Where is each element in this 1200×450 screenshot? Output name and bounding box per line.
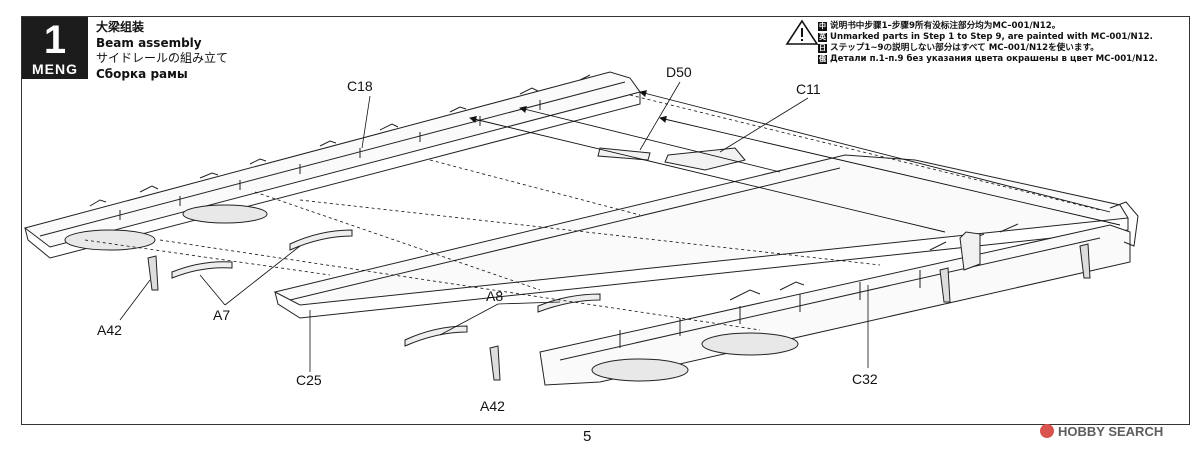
watermark-logo-icon (1040, 424, 1054, 438)
title-zh: 大梁组装 (96, 20, 145, 34)
note-language-badge: 日 (818, 44, 827, 53)
warning-icon (785, 19, 819, 45)
right-side-rail (273, 154, 1139, 386)
callout-d50: D50 (666, 64, 692, 80)
page-frame (21, 16, 1190, 425)
callout-a42-bottom: A42 (480, 398, 505, 414)
step-number: 1 (43, 18, 67, 62)
callout-c18: C18 (347, 78, 373, 94)
leaf-springs (171, 229, 601, 347)
left-side-rail (23, 71, 641, 259)
callout-c11: C11 (796, 81, 821, 97)
spring-hangers (147, 243, 1091, 381)
step-titles: 大梁组装 Beam assembly サイドレールの組み立て Сборка ра… (96, 20, 228, 82)
title-ru: Сборка рамы (96, 66, 188, 81)
note-line: 中说明书中步骤1–步骤9所有没标注部分均为MC–001/N12。 (818, 21, 1061, 31)
page-number: 5 (583, 428, 592, 445)
callout-a42-left: A42 (97, 322, 122, 338)
callout-a7: A7 (213, 307, 231, 323)
watermark: HOBBY SEARCH (1040, 424, 1163, 439)
step-badge: 1 MENG (22, 17, 88, 79)
callout-c25: C25 (296, 372, 322, 388)
note-language-badge: 中 (818, 22, 827, 31)
note-language-badge: 英 (818, 33, 827, 42)
brand-logo: MENG (32, 61, 78, 77)
note-language-badge: 俄 (818, 55, 827, 64)
title-ja: サイドレールの組み立て (96, 51, 229, 65)
callout-a8: A8 (486, 288, 504, 304)
cross-members (597, 147, 746, 171)
title-en: Beam assembly (96, 35, 202, 50)
callout-c32: C32 (852, 371, 878, 387)
note-line: 日ステップ1~9の説明しない部分はすべて MC–001/N12を使います。 (818, 43, 1099, 53)
